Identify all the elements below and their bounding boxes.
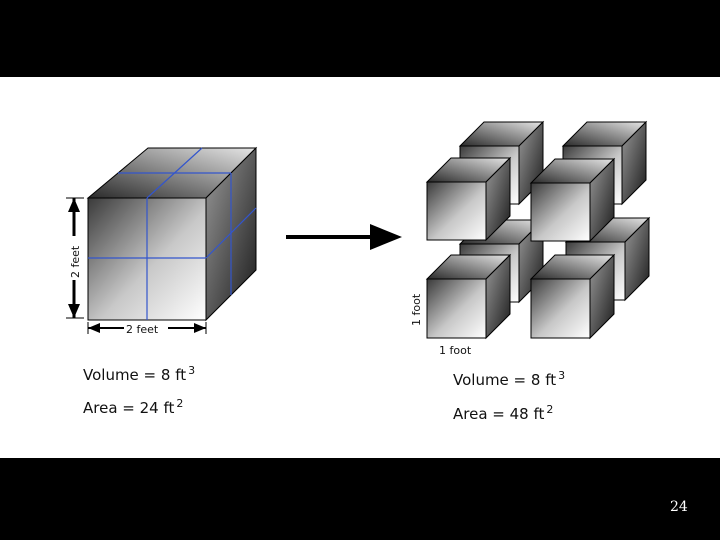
- page-number: 24: [670, 499, 688, 515]
- small-cube-front-2: [529, 157, 616, 243]
- bottom-black-band: [0, 458, 720, 540]
- transform-arrow: [286, 224, 402, 250]
- small-cube-front-3: [425, 253, 512, 340]
- large-cube-volume-text: Volume = 8 ft: [83, 366, 187, 384]
- width-dimension: 2 feet: [87, 322, 207, 336]
- small-cube-front-4: [529, 253, 616, 340]
- small-cube-height-label: 1 foot: [410, 293, 423, 326]
- small-cubes-area-text: Area = 48 ft: [453, 405, 545, 423]
- large-cube-area-text: Area = 24 ft: [83, 399, 175, 417]
- small-cubes-volume-text: Volume = 8 ft: [453, 371, 557, 389]
- small-cubes-volume-exponent: 3: [558, 369, 566, 382]
- height-dimension: 2 feet: [66, 197, 84, 319]
- small-cubes-area-exponent: 2: [546, 403, 554, 416]
- small-cube-front-1: [425, 156, 512, 242]
- small-cubes: 1 foot 1 foot: [410, 120, 651, 357]
- large-cube-volume-exponent: 3: [188, 364, 196, 377]
- large-cube-area-exponent: 2: [176, 397, 184, 410]
- cube-division-lines: [88, 147, 257, 320]
- large-cube: 2 feet 2 feet: [66, 146, 258, 336]
- large-cube-width-label: 2 feet: [126, 323, 159, 336]
- top-black-band: [0, 0, 720, 77]
- small-cube-width-label: 1 foot: [439, 344, 472, 357]
- large-cube-height-label: 2 feet: [69, 245, 82, 278]
